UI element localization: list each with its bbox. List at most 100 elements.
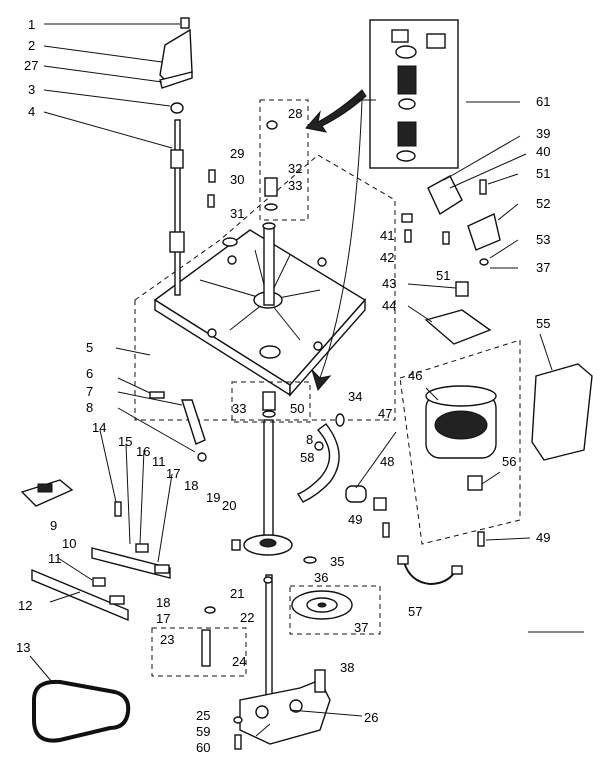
callout-20: 20 — [222, 498, 236, 513]
callout-57: 57 — [408, 604, 422, 619]
wire-57-end-1 — [397, 555, 409, 565]
callout-37b: 37 — [536, 260, 550, 275]
callout-27: 27 — [24, 58, 38, 73]
part-53 — [479, 258, 489, 266]
callout-33b: 33 — [232, 401, 246, 416]
nut-31 — [222, 237, 238, 247]
callout-31: 31 — [230, 206, 244, 221]
kit-part-3 — [395, 45, 417, 59]
screw-60 — [234, 734, 242, 750]
belt-13 — [32, 679, 131, 743]
rod-4 — [174, 119, 181, 296]
kit-part-4 — [397, 65, 417, 95]
dashed-box-33-50 — [231, 381, 311, 423]
screw-42 — [404, 229, 412, 243]
callout-16: 16 — [136, 444, 150, 459]
screw-1 — [180, 17, 190, 29]
callout-58: 58 — [300, 450, 314, 465]
part-24 — [201, 629, 211, 667]
callout-42: 42 — [380, 250, 394, 265]
callout-37: 37 — [354, 620, 368, 635]
center-shaft-upper — [263, 224, 275, 306]
callout-25: 25 — [196, 708, 210, 723]
dashed-plate-outline — [134, 154, 396, 421]
bracket-40 — [427, 175, 463, 216]
clip-11 — [92, 577, 106, 587]
callout-61: 61 — [536, 94, 550, 109]
callout-labels: 1 2 27 3 4 28 32 33 29 30 31 5 6 7 8 33 … — [16, 17, 550, 755]
rod-4-collar — [170, 149, 184, 169]
callout-48: 48 — [380, 454, 394, 469]
gearcase-shaft — [314, 669, 326, 693]
callout-36: 36 — [314, 570, 328, 585]
callout-49: 49 — [348, 512, 362, 527]
curved-arrow-bottom-head — [311, 369, 332, 392]
washer-22 — [204, 606, 216, 614]
screw-49-left — [382, 522, 390, 538]
clutch-20-inner — [259, 538, 277, 548]
bracket-52 — [467, 213, 501, 251]
callout-41: 41 — [380, 228, 394, 243]
callout-4: 4 — [28, 104, 35, 119]
callout-21: 21 — [230, 586, 244, 601]
dashed-motor-outline — [399, 339, 521, 545]
dashed-box-23-24 — [151, 627, 247, 677]
screw-51 — [479, 179, 487, 195]
plate-hole-1 — [227, 255, 237, 265]
capacitor-47 — [345, 485, 367, 503]
screw-14 — [114, 501, 122, 517]
shaft-top — [262, 222, 276, 230]
clip-16 — [135, 543, 149, 553]
callout-38: 38 — [340, 660, 354, 675]
callout-46: 46 — [408, 368, 422, 383]
callout-17: 17 — [166, 466, 180, 481]
callout-8b: 8 — [306, 432, 313, 447]
callout-1: 1 — [28, 17, 35, 32]
part-33-top — [264, 203, 278, 211]
callout-12: 12 — [18, 598, 32, 613]
callout-51b: 51 — [436, 268, 450, 283]
part-34 — [335, 413, 345, 427]
callout-39: 39 — [536, 126, 550, 141]
center-shaft-lower — [263, 419, 274, 541]
callout-32: 32 — [288, 161, 302, 176]
dashed-box-28-33 — [259, 99, 309, 221]
mounting-plate — [153, 229, 367, 386]
callout-53: 53 — [536, 232, 550, 247]
bar-12 — [31, 568, 129, 622]
shaft-spindle — [265, 574, 273, 696]
callout-22: 22 — [240, 610, 254, 625]
nut-41 — [401, 213, 413, 223]
callout-10: 10 — [62, 536, 76, 551]
wire-57 — [403, 561, 457, 586]
callout-50: 50 — [290, 401, 304, 416]
kit-part-6 — [397, 121, 417, 147]
dashed-box-37-38 — [289, 585, 381, 635]
kit-part-7 — [396, 150, 416, 162]
callout-47: 47 — [378, 406, 392, 421]
gearcase-26 — [239, 679, 331, 745]
callout-18b: 18 — [156, 595, 170, 610]
callout-52: 52 — [536, 196, 550, 211]
washer-27 — [159, 71, 193, 89]
part-50 — [262, 391, 276, 411]
bar-15 — [91, 547, 171, 579]
gearcase-boss-2 — [289, 699, 303, 713]
part-43 — [455, 281, 469, 297]
callout-23: 23 — [160, 632, 174, 647]
kit-part-5 — [398, 98, 416, 110]
motor-top — [425, 385, 497, 407]
part-48 — [373, 497, 387, 511]
callout-9: 9 — [50, 518, 57, 533]
switch-9-body — [37, 483, 53, 493]
callout-19: 19 — [206, 490, 220, 505]
part-35 — [303, 556, 317, 564]
screw-30 — [207, 194, 215, 208]
callout-18: 18 — [184, 478, 198, 493]
callout-43: 43 — [382, 276, 396, 291]
part-32 — [264, 177, 278, 197]
callout-51: 51 — [536, 166, 550, 181]
callout-8: 8 — [86, 400, 93, 415]
